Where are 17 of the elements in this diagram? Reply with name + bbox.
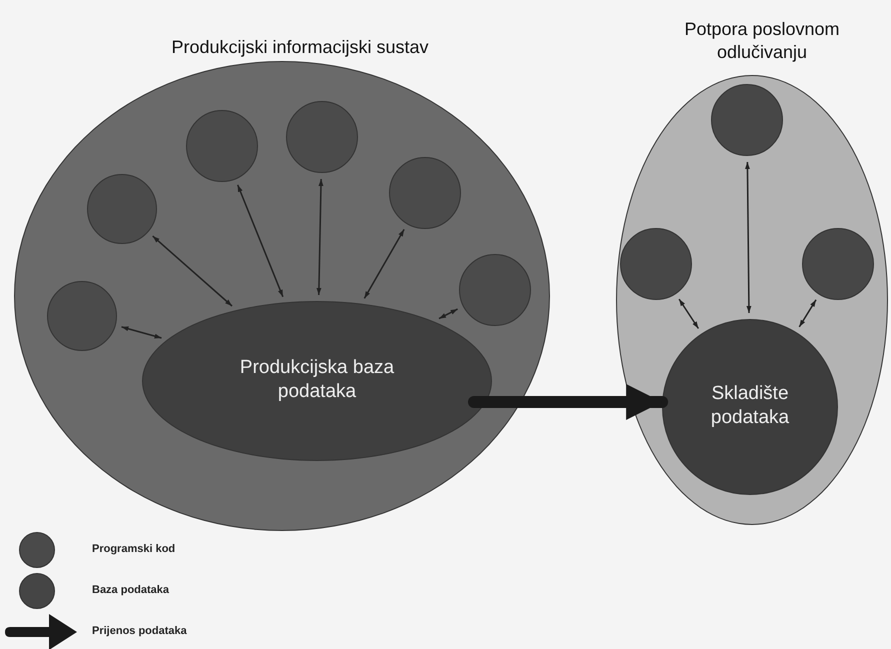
legend-label: Prijenos podataka	[92, 625, 187, 637]
legend-label: Programski kod	[92, 543, 176, 555]
transfer-arrow	[468, 384, 668, 420]
region-heading: Produkcijski informacijski sustav	[170, 36, 430, 58]
double-arrow	[438, 308, 458, 320]
double-arrow	[364, 229, 405, 299]
double-arrow	[745, 162, 752, 313]
legend-label: Baza podataka	[92, 584, 170, 596]
double-arrow	[152, 236, 232, 307]
double-arrow	[798, 299, 817, 328]
double-arrow	[237, 184, 284, 298]
double-arrow	[121, 326, 162, 339]
double-arrow	[316, 178, 324, 296]
node-label: Skladište podataka	[710, 382, 790, 430]
region-heading: Potpora poslovnom odlučivanju	[683, 18, 841, 63]
node-label: Produkcijska baza podataka	[238, 356, 396, 404]
double-arrow	[678, 298, 700, 329]
